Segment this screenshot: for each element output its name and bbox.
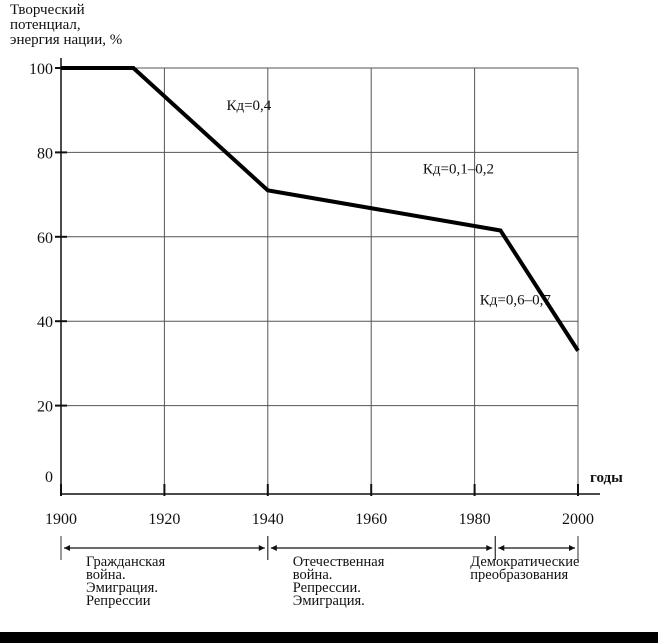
period-label: Демократические <box>470 554 579 570</box>
y-tick-label: 0 <box>45 469 53 486</box>
period-label: Эмиграция. <box>86 580 158 596</box>
x-tick-label: 1980 <box>459 511 491 528</box>
annotation: Кд=0,6–0,7 <box>480 292 552 308</box>
y-tick-label: 100 <box>29 61 53 78</box>
period-label: Репрессии. <box>293 580 361 596</box>
y-axis-label: потенциал, <box>10 17 81 33</box>
y-axis-label: энергия нации, % <box>10 32 122 48</box>
x-tick-label: 1920 <box>148 511 180 528</box>
x-tick-label: 1900 <box>45 511 77 528</box>
y-tick-label: 20 <box>37 399 53 416</box>
x-tick-label: 1960 <box>355 511 387 528</box>
period-label: преобразования <box>470 567 568 583</box>
y-tick-label: 60 <box>37 230 53 247</box>
y-axis-label: Творческий <box>10 2 85 18</box>
period-label: Репрессии <box>86 593 151 609</box>
period-label: Гражданская <box>86 554 165 570</box>
annotation: Кд=0,4 <box>226 98 271 114</box>
x-tick-label: 2000 <box>562 511 594 528</box>
y-tick-label: 80 <box>37 145 53 162</box>
period-label: Отечественная <box>293 554 385 570</box>
y-tick-label: 40 <box>37 314 53 331</box>
x-tick-label: 1940 <box>252 511 284 528</box>
period-label: Эмиграция. <box>293 593 365 609</box>
period-label: война. <box>86 567 126 583</box>
period-label: война. <box>293 567 333 583</box>
bottom-rule <box>0 632 658 643</box>
annotation: Кд=0,1–0,2 <box>423 162 494 178</box>
x-axis-label: годы <box>590 470 623 486</box>
series-line <box>61 66 580 352</box>
